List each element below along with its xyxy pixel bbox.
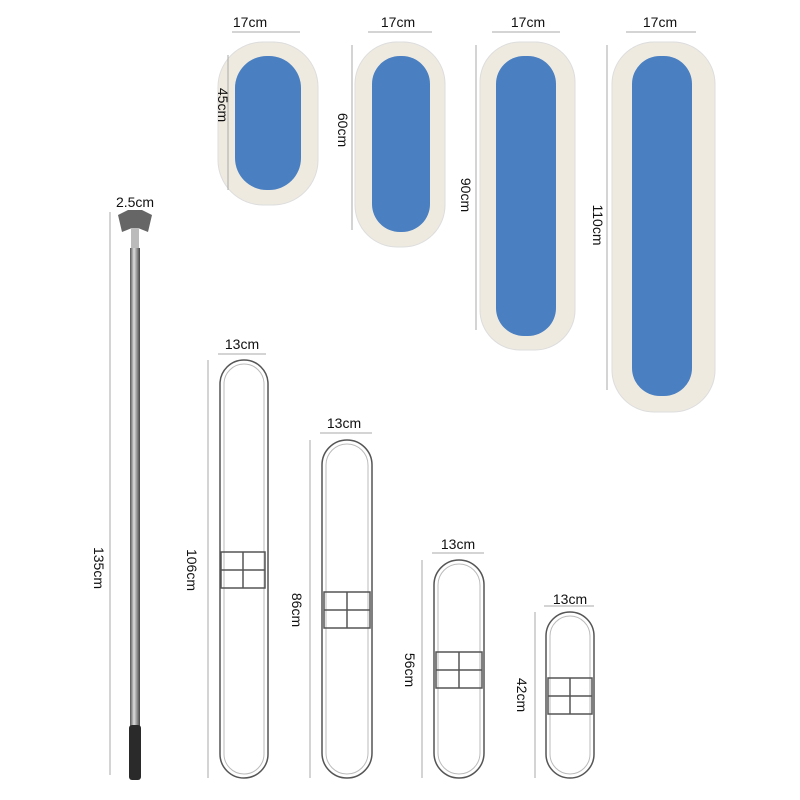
mop-frame-56cm: 13cm 56cm [402,536,485,779]
pad-width-label: 17cm [511,14,545,30]
handle-diameter-label: 2.5cm [116,194,154,210]
mop-frame-106cm: 13cm 106cm [184,336,269,779]
mop-pad-110cm: 17cm 110cm [590,14,716,413]
frame-width-label: 13cm [553,591,587,607]
frame-height-label: 42cm [514,678,530,712]
mop-handle: 2.5cm 135cm [91,194,154,780]
pad-height-label: 45cm [215,88,231,122]
mop-pad-60cm: 17cm 60cm [335,14,446,248]
pad-width-label: 17cm [233,14,267,30]
frame-width-label: 13cm [441,536,475,552]
mop-pad-90cm: 17cm 90cm [458,14,576,351]
frame-height-label: 86cm [289,593,305,627]
frame-width-label: 13cm [327,415,361,431]
pad-height-label: 110cm [590,205,606,246]
pad-width-label: 17cm [643,14,677,30]
mop-frame-42cm: 13cm 42cm [514,591,595,779]
mop-pad-45cm: 17cm 45cm [215,14,319,206]
handle-length-label: 135cm [91,547,107,589]
pad-width-label: 17cm [381,14,415,30]
frame-height-label: 106cm [184,549,200,591]
mop-frame-86cm: 13cm 86cm [289,415,373,779]
pad-height-label: 90cm [458,178,474,212]
frame-height-label: 56cm [402,653,418,687]
frame-width-label: 13cm [225,336,259,352]
pad-height-label: 60cm [335,113,351,147]
